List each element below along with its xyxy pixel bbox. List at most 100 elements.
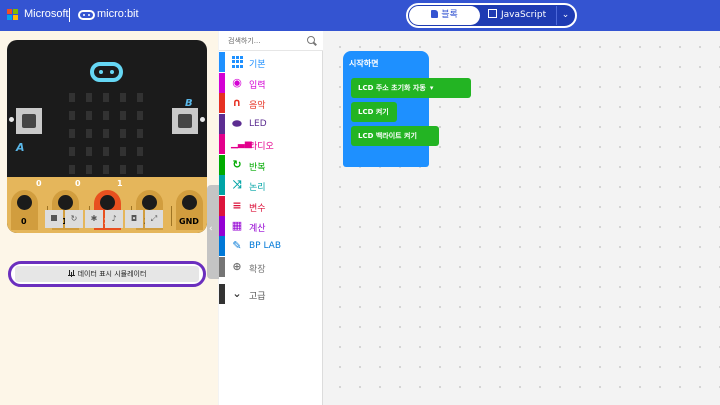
led[interactable] <box>69 93 75 102</box>
led[interactable] <box>69 129 75 138</box>
led[interactable] <box>137 165 143 174</box>
led[interactable] <box>103 129 109 138</box>
sound-icon[interactable]: ♪ <box>105 210 123 228</box>
button-b-label: B <box>185 98 193 109</box>
microsoft-brand: Microsoft <box>24 8 69 20</box>
collapse-simulator-handle[interactable]: ‹ <box>207 185 219 279</box>
bar-chart-icon <box>67 270 75 276</box>
lcd-on-block[interactable]: LCD 켜기 <box>351 102 397 122</box>
category-label: 반복 <box>249 163 266 173</box>
data-simulator-button[interactable]: 데이터 표시 시뮬레이터 <box>8 261 206 287</box>
toolbox-search[interactable]: 검색하기... <box>219 31 323 51</box>
category-stripe <box>219 196 225 216</box>
block-workspace[interactable]: 시작하면 LCD 주소 초기화 자동▾ LCD 켜기 LCD 백라이트 켜기 <box>324 31 720 405</box>
led[interactable] <box>86 111 92 120</box>
category-radio[interactable]: ▁▃▅ 라디오 <box>219 134 323 154</box>
lcd-on-label: LCD 켜기 <box>358 108 389 116</box>
button-a-label: A <box>16 141 25 154</box>
edge-tooth <box>171 206 172 226</box>
shuffle-icon: ⤨ <box>232 178 242 191</box>
signal-icon: ▁▃▅ <box>231 139 252 149</box>
pin-label: 0 <box>21 217 27 226</box>
pin-label: GND <box>179 217 199 226</box>
led[interactable] <box>86 147 92 156</box>
tab-javascript-label: JavaScript <box>501 10 547 20</box>
search-icon[interactable] <box>307 36 315 44</box>
category-logic[interactable]: ⤨ 논리 <box>219 175 323 195</box>
led[interactable] <box>120 129 126 138</box>
category-loops[interactable]: ↻ 반복 <box>219 155 323 175</box>
fullscreen-icon[interactable]: ⤢ <box>145 210 163 228</box>
list-icon: ≡ <box>232 199 242 212</box>
category-stripe <box>219 175 225 195</box>
led[interactable] <box>120 111 126 120</box>
lcd-init-label: LCD 주소 초기화 자동 <box>358 84 426 92</box>
category-stripe <box>219 236 225 256</box>
microbit-logo-icon <box>78 10 95 20</box>
led[interactable] <box>86 165 92 174</box>
restart-icon[interactable]: ↻ <box>65 210 83 228</box>
category-stripe <box>219 73 225 93</box>
led[interactable] <box>137 93 143 102</box>
led[interactable] <box>69 111 75 120</box>
pin-gnd[interactable] <box>176 190 203 230</box>
chevron-down-icon: ⌄ <box>232 287 242 300</box>
category-label: 논리 <box>249 183 266 193</box>
led[interactable] <box>103 111 109 120</box>
category-label: 확장 <box>249 265 266 275</box>
category-music[interactable]: ∩ 음악 <box>219 93 323 113</box>
category-label: 계산 <box>249 224 266 234</box>
chevron-down-icon[interactable]: ⌄ <box>556 6 574 25</box>
lcd-backlight-on-block[interactable]: LCD 백라이트 켜기 <box>351 126 439 146</box>
led[interactable] <box>69 147 75 156</box>
data-simulator-button-inner: 데이터 표시 시뮬레이터 <box>15 266 199 282</box>
led[interactable] <box>86 93 92 102</box>
dropdown-arrow-icon[interactable]: ▾ <box>429 84 434 92</box>
pin-0[interactable] <box>11 190 38 230</box>
tab-blocks[interactable]: 블록 <box>409 6 480 25</box>
led[interactable] <box>137 111 143 120</box>
search-input[interactable]: 검색하기... <box>228 37 261 45</box>
wrench-icon: ✎ <box>232 239 242 252</box>
led[interactable] <box>120 165 126 174</box>
lcd-init-block[interactable]: LCD 주소 초기화 자동▾ <box>351 78 471 98</box>
led[interactable] <box>120 93 126 102</box>
screenshot-icon[interactable]: ◘ <box>125 210 143 228</box>
button-b[interactable] <box>172 108 198 134</box>
led-matrix <box>69 93 143 174</box>
category-stripe <box>219 155 225 175</box>
button-a[interactable] <box>16 108 42 134</box>
microbit-brand: micro:bit <box>97 8 139 20</box>
pin-reading: 1 <box>117 179 123 188</box>
category-advanced[interactable]: ⌄ 고급 <box>219 284 323 304</box>
led[interactable] <box>103 93 109 102</box>
stop-icon[interactable] <box>45 210 63 228</box>
category-stripe <box>219 134 225 154</box>
led[interactable] <box>69 165 75 174</box>
category-extensions[interactable]: ⊕ 확장 <box>219 257 323 277</box>
category-math[interactable]: ▦ 계산 <box>219 216 323 236</box>
category-stripe <box>219 93 225 113</box>
category-label: 변수 <box>249 204 266 214</box>
category-input[interactable]: ◉ 입력 <box>219 73 323 93</box>
led[interactable] <box>86 129 92 138</box>
board-logo-icon <box>90 62 123 82</box>
category-stripe <box>219 216 225 236</box>
category-label: 기본 <box>249 60 266 70</box>
simulator-toolbar: ↻ ✱ ♪ ◘ ⤢ <box>45 210 163 230</box>
category-led[interactable]: ⬬ LED <box>219 114 323 134</box>
simulator-panel: A B 0 0 1 0 1 2 3V GND ↻ ✱ ♪ ◘ ⤢ 데이 <box>0 31 218 405</box>
pin-label: 1 <box>62 217 68 226</box>
toggle-icon: ⬬ <box>232 117 242 130</box>
led[interactable] <box>120 147 126 156</box>
led[interactable] <box>137 147 143 156</box>
category-basic[interactable]: 기본 <box>219 52 323 72</box>
led[interactable] <box>137 129 143 138</box>
tab-javascript[interactable]: JavaScript <box>488 6 546 25</box>
debug-icon[interactable]: ✱ <box>85 210 103 228</box>
category-bp-lab[interactable]: ✎ BP LAB <box>219 236 323 256</box>
led[interactable] <box>103 165 109 174</box>
category-variables[interactable]: ≡ 변수 <box>219 196 323 216</box>
led[interactable] <box>103 147 109 156</box>
microbit-board: A B 0 0 1 0 1 2 3V GND <box>7 40 207 233</box>
